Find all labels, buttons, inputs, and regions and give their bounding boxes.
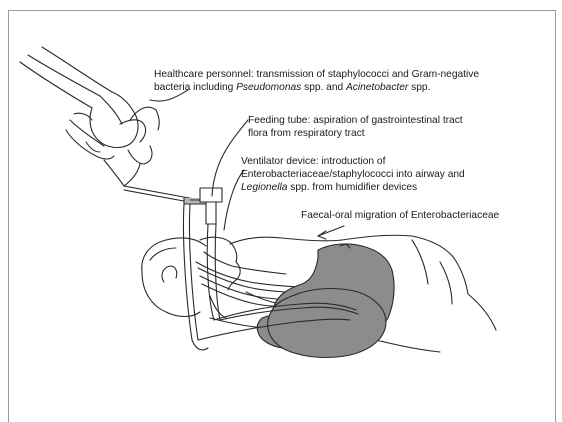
label-ventilator-device: Ventilator device: introduction of Enter… <box>241 155 465 194</box>
faecal-line-1: Faecal-oral migration of Enterobacteriac… <box>301 209 499 222</box>
ventilator-line-2: Enterobacteriaceae/staphylococci into ai… <box>241 168 465 181</box>
label-feeding-tube: Feeding tube: aspiration of gastrointest… <box>248 114 463 140</box>
feeding-line-2: flora from respiratory tract <box>248 127 463 140</box>
label-healthcare-personnel: Healthcare personnel: transmission of st… <box>154 68 479 94</box>
healthcare-acinetobacter: Acinetobacter <box>346 82 408 93</box>
healthcare-line-1: Healthcare personnel: transmission of st… <box>154 68 479 81</box>
healthcare-line-2: bacteria including Pseudomonas spp. and … <box>154 81 479 94</box>
healthcare-pseudomonas: Pseudomonas <box>236 82 301 93</box>
ventilator-line-3b: spp. from humidifier devices <box>287 182 417 193</box>
label-faecal-oral: Faecal-oral migration of Enterobacteriac… <box>301 209 499 222</box>
ventilator-tube <box>207 224 220 320</box>
faecal-arrow <box>318 226 344 239</box>
t-connector <box>190 188 222 224</box>
healthcare-line-2a: bacteria including <box>154 82 236 93</box>
feeding-line-1: Feeding tube: aspiration of gastrointest… <box>248 114 463 127</box>
ventilator-line-1: Ventilator device: introduction of <box>241 155 465 168</box>
healthcare-line-2c: spp. and <box>301 82 346 93</box>
ventilator-legionella: Legionella <box>241 182 287 193</box>
ventilator-line-3: Legionella spp. from humidifier devices <box>241 181 465 194</box>
tube-from-hand <box>124 186 212 204</box>
feeding-tube <box>183 204 208 350</box>
healthcare-line-2e: spp. <box>408 82 430 93</box>
